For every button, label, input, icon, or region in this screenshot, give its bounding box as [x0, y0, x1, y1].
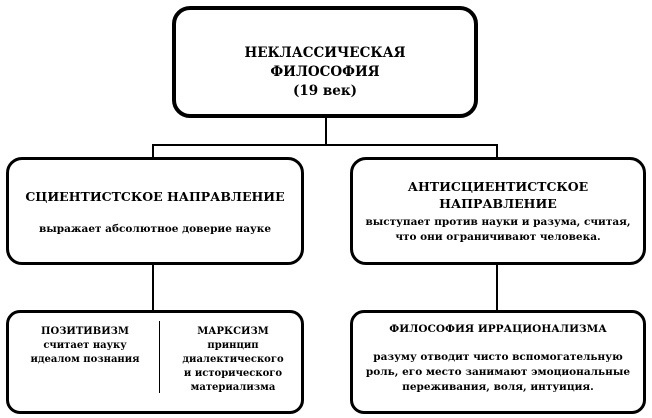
marxism-title: МАРКСИЗМ [197, 326, 269, 337]
positivism-marxism-node: ПОЗИТИВИЗМ считает науку идеалом познани… [6, 310, 304, 414]
connector-root-down [325, 118, 327, 146]
positivism-column: ПОЗИТИВИЗМ считает науку идеалом познани… [15, 325, 155, 367]
antiscientism-description-line-1: выступает против науки и разума, считая, [365, 216, 631, 228]
column-divider [159, 321, 160, 393]
connector-to-left [152, 144, 154, 158]
scientism-title: СЦИЕНТИСТСКОЕ НАПРАВЛЕНИЕ [25, 189, 285, 204]
irrationalism-description-line-1: разуму отводит чисто вспомогательную [373, 351, 623, 363]
marxism-column: МАРКСИЗМ принцип диалектического и истор… [171, 325, 295, 395]
root-title-line-1: НЕКЛАССИЧЕСКАЯ [244, 45, 406, 61]
connector-right-down [496, 265, 498, 311]
antiscientism-title-line-2: НАПРАВЛЕНИЕ [439, 196, 557, 211]
connector-horizontal-top [152, 144, 498, 146]
marxism-line-4: материализма [190, 382, 276, 393]
marxism-line-2: диалектического [182, 354, 284, 365]
connector-left-down [152, 265, 154, 311]
root-node: НЕКЛАССИЧЕСКАЯ ФИЛОСОФИЯ (19 век) [172, 6, 478, 118]
connector-to-right [496, 144, 498, 158]
positivism-title: ПОЗИТИВИЗМ [41, 326, 129, 337]
antiscientism-description-line-2: что они ограничивают человека. [395, 231, 601, 243]
root-title-line-3: (19 век) [293, 83, 357, 99]
irrationalism-title: ФИЛОСОФИЯ ИРРАЦИОНАЛИЗМА [389, 323, 607, 335]
positivism-line-2: идеалом познания [30, 354, 140, 365]
irrationalism-description-line-3: переживания, воля, интуиция. [402, 381, 594, 393]
positivism-line-1: считает науку [43, 340, 127, 351]
antiscientism-node: АНТИСЦИЕНТИСТСКОЕ НАПРАВЛЕНИЕ выступает … [350, 157, 646, 265]
irrationalism-description-line-2: роль, его место занимают эмоциональные [365, 366, 631, 378]
scientism-description: выражает абсолютное доверие науке [38, 223, 272, 235]
root-title-line-2: ФИЛОСОФИЯ [270, 64, 380, 80]
marxism-line-1: принцип [207, 340, 259, 351]
antiscientism-title-line-1: АНТИСЦИЕНТИСТСКОЕ [407, 179, 589, 194]
irrationalism-node: ФИЛОСОФИЯ ИРРАЦИОНАЛИЗМА разуму отводит … [350, 310, 646, 414]
marxism-line-3: и исторического [183, 368, 283, 379]
scientism-node: СЦИЕНТИСТСКОЕ НАПРАВЛЕНИЕ выражает абсол… [6, 157, 304, 265]
